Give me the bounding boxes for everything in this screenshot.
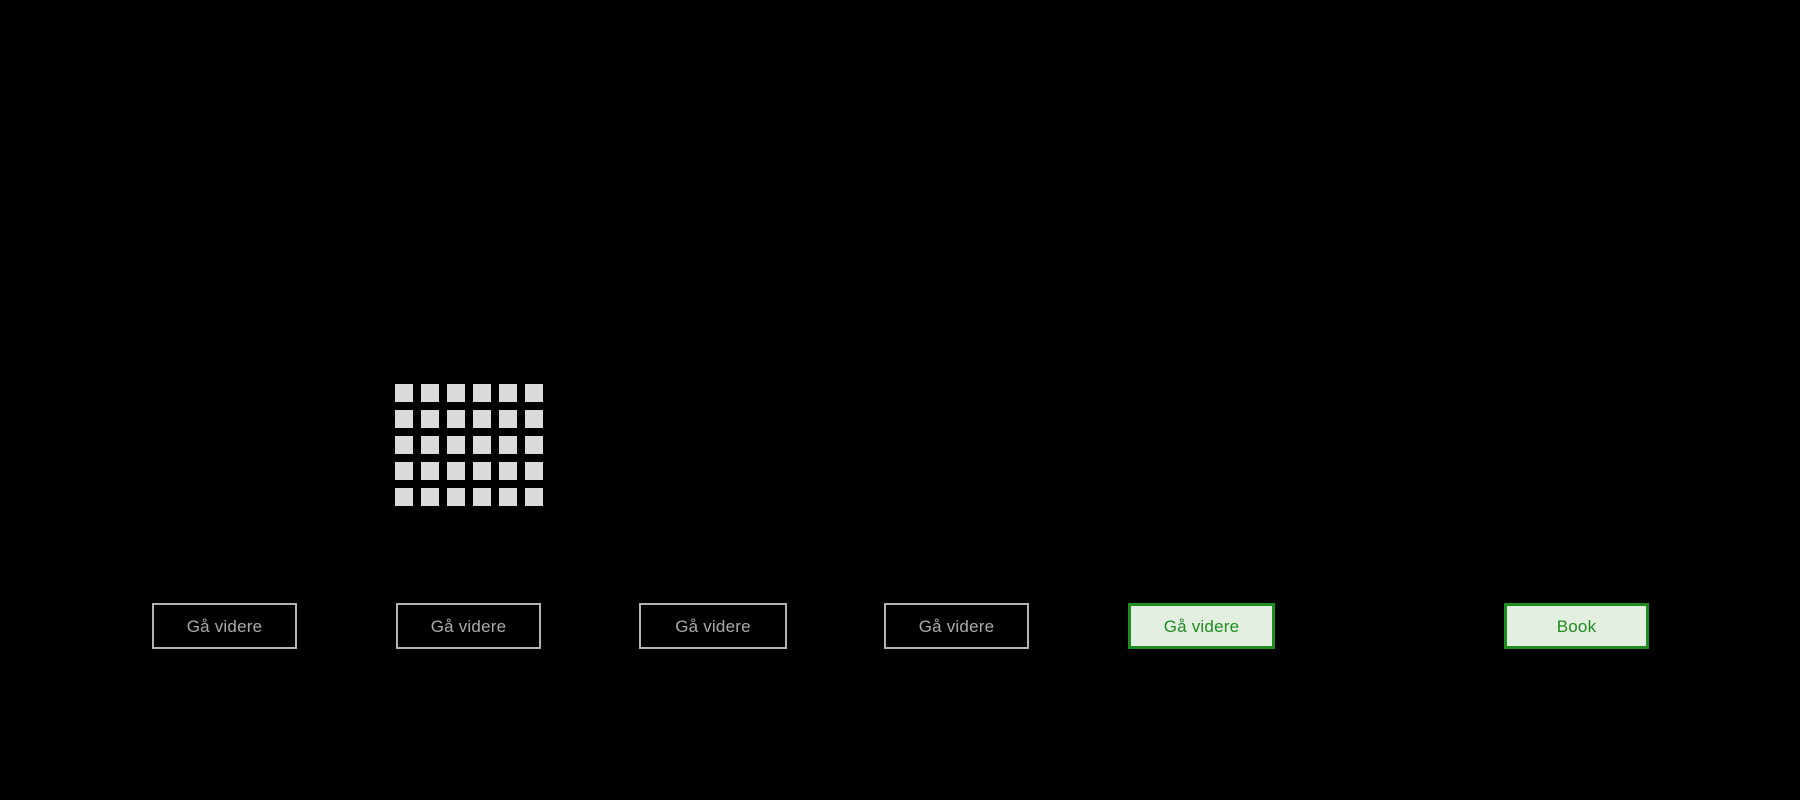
placeholder-tile xyxy=(395,410,413,428)
placeholder-tile xyxy=(447,436,465,454)
continue-button-primary[interactable]: Gå videre xyxy=(1128,603,1275,649)
continue-button-2[interactable]: Gå videre xyxy=(396,603,541,649)
placeholder-tile xyxy=(473,488,491,506)
continue-button-1[interactable]: Gå videre xyxy=(152,603,297,649)
placeholder-tile xyxy=(421,436,439,454)
placeholder-tile xyxy=(499,488,517,506)
placeholder-tile xyxy=(499,384,517,402)
placeholder-tile xyxy=(499,436,517,454)
placeholder-tile xyxy=(395,462,413,480)
placeholder-tile xyxy=(447,488,465,506)
placeholder-tile xyxy=(395,384,413,402)
placeholder-tile xyxy=(473,384,491,402)
placeholder-tile xyxy=(473,410,491,428)
placeholder-tile xyxy=(421,462,439,480)
placeholder-tile xyxy=(421,384,439,402)
placeholder-tile xyxy=(473,462,491,480)
placeholder-tile xyxy=(525,462,543,480)
placeholder-tile xyxy=(447,384,465,402)
book-button[interactable]: Book xyxy=(1504,603,1649,649)
continue-button-3[interactable]: Gå videre xyxy=(639,603,787,649)
placeholder-tile xyxy=(499,462,517,480)
placeholder-tile xyxy=(395,436,413,454)
placeholder-tile xyxy=(421,410,439,428)
continue-button-4[interactable]: Gå videre xyxy=(884,603,1029,649)
placeholder-tile xyxy=(525,436,543,454)
placeholder-tile xyxy=(395,488,413,506)
placeholder-tile xyxy=(447,410,465,428)
action-button-row: Gå videre Gå videre Gå videre Gå videre … xyxy=(0,603,1800,653)
placeholder-tile xyxy=(525,488,543,506)
loading-placeholder-grid xyxy=(395,384,543,506)
placeholder-tile xyxy=(525,410,543,428)
placeholder-tile xyxy=(421,488,439,506)
placeholder-tile xyxy=(473,436,491,454)
placeholder-tile xyxy=(499,410,517,428)
placeholder-tile xyxy=(525,384,543,402)
placeholder-tile xyxy=(447,462,465,480)
